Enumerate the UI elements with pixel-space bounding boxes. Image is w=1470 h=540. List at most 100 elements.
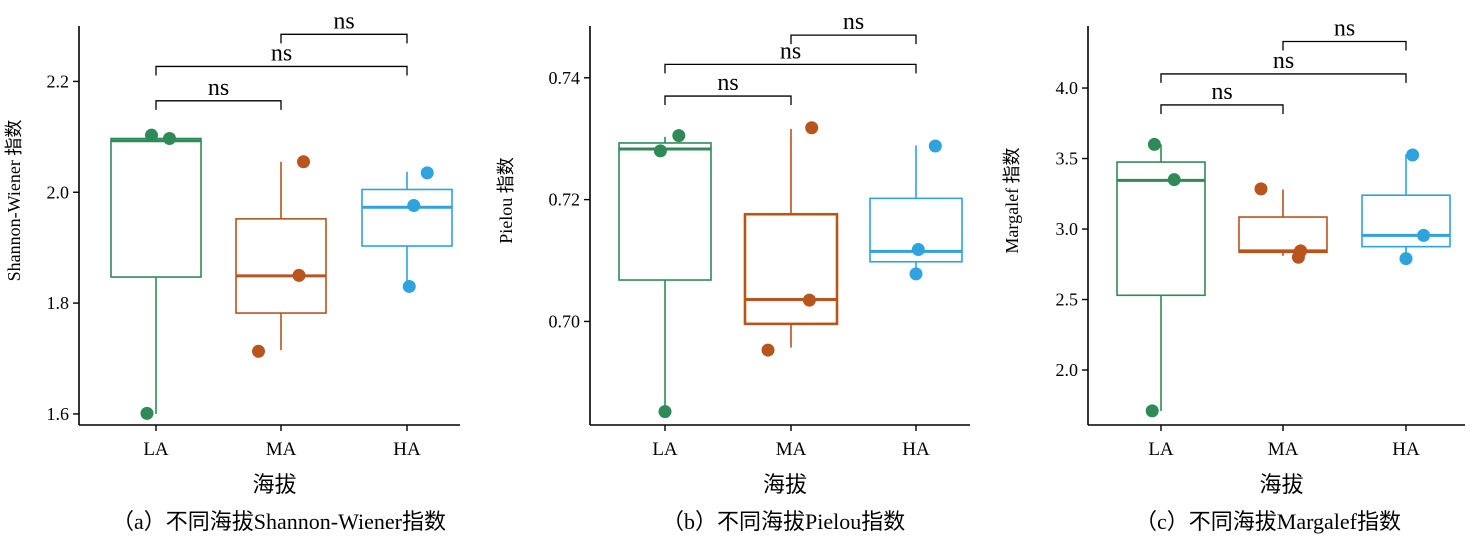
x-axis-label: 海拔: [252, 472, 296, 497]
box-MA: [743, 121, 839, 357]
data-point: [658, 405, 672, 419]
box-rect: [1116, 161, 1206, 297]
y-tick-label: 2.5: [1056, 290, 1079, 310]
y-tick-label: 0.74: [549, 68, 581, 88]
data-point: [1147, 137, 1161, 151]
data-point: [1291, 250, 1305, 264]
box-rect: [1238, 216, 1328, 254]
data-point: [140, 406, 154, 420]
significance-bracket-MA-HA: ns: [1282, 16, 1407, 51]
box-rect: [361, 188, 453, 247]
data-point: [653, 144, 667, 158]
y-tick-label: 0.72: [549, 190, 581, 210]
x-tick-label-LA: LA: [143, 439, 169, 460]
box-rect: [1361, 194, 1451, 248]
significance-label: ns: [1211, 79, 1232, 105]
bracket-line: [155, 65, 408, 76]
data-point: [297, 155, 310, 169]
data-point: [1254, 182, 1268, 196]
box-rect: [235, 218, 327, 314]
data-point: [420, 166, 434, 180]
significance-bracket-MA-HA: ns: [280, 8, 408, 44]
bracket-line: [155, 100, 282, 110]
significance-label: ns: [208, 75, 229, 101]
data-point: [1145, 404, 1159, 418]
x-tick-label-MA: MA: [266, 439, 297, 460]
bracket-line: [664, 95, 792, 106]
data-point: [292, 268, 306, 282]
significance-label: ns: [1334, 16, 1355, 42]
data-point: [1406, 148, 1420, 162]
significance-bracket-LA-HA: ns: [155, 40, 408, 76]
box-HA: [1361, 148, 1451, 266]
data-point: [802, 293, 816, 307]
data-point: [805, 121, 819, 135]
y-tick-label: 1.6: [47, 404, 70, 424]
x-tick-label-HA: HA: [1392, 439, 1420, 460]
significance-bracket-LA-MA: ns: [664, 70, 792, 106]
significance-bracket-MA-HA: ns: [790, 9, 917, 45]
y-axis-label: Pielou 指数: [496, 157, 516, 244]
data-point: [1399, 252, 1413, 266]
significance-bracket-LA-HA: ns: [664, 38, 917, 74]
data-point: [761, 343, 775, 357]
data-point: [1167, 173, 1181, 187]
box-rect: [110, 137, 202, 278]
y-tick-label: 0.70: [549, 311, 581, 331]
data-point: [252, 344, 265, 358]
box-MA: [235, 155, 327, 358]
data-point: [145, 128, 158, 142]
significance-label: ns: [271, 40, 292, 66]
data-point: [911, 243, 925, 257]
box-HA: [361, 166, 453, 293]
x-tick-label-MA: MA: [1268, 439, 1299, 460]
significance-bracket-LA-MA: ns: [155, 75, 282, 110]
significance-label: ns: [717, 70, 738, 96]
y-tick-label: 3.5: [1056, 149, 1079, 169]
data-point: [407, 199, 421, 213]
bracket-line: [1282, 40, 1407, 51]
x-tick-label-HA: HA: [393, 439, 421, 460]
significance-label: ns: [780, 38, 801, 64]
data-point: [928, 139, 942, 153]
significance-bracket-LA-HA: ns: [1160, 48, 1407, 83]
box-LA: [110, 128, 202, 420]
x-tick-label-HA: HA: [902, 439, 930, 460]
caption-panel-b: （b）不同海拔Pielou指数: [662, 509, 906, 534]
box-HA: [869, 139, 963, 281]
significance-label: ns: [1273, 48, 1294, 74]
significance-label: ns: [843, 9, 864, 35]
y-tick-label: 4.0: [1056, 78, 1079, 98]
box-rect: [743, 212, 839, 326]
y-tick-label: 2.2: [47, 71, 70, 91]
x-tick-label-LA: LA: [1148, 439, 1174, 460]
bracket-line: [1160, 104, 1284, 114]
panel-a: 1.6 1.8 2.0 2.2LA MA HA 海拔 Shannon-Wiener 指数 ns n…: [4, 8, 460, 497]
bracket-line: [664, 63, 917, 74]
y-tick-label: 2.0: [47, 182, 70, 202]
data-point: [163, 131, 176, 145]
significance-bracket-LA-MA: ns: [1160, 79, 1284, 114]
data-point: [402, 279, 416, 293]
bracket-line: [1160, 73, 1407, 83]
box-LA: [618, 129, 712, 419]
x-tick-label-LA: LA: [652, 439, 678, 460]
x-tick-label-MA: MA: [776, 439, 807, 460]
y-tick-label: 1.8: [47, 293, 70, 313]
box-rect: [618, 142, 712, 281]
y-tick-label: 2.0: [1056, 360, 1079, 380]
y-axis-label: Margalef 指数: [1002, 147, 1022, 253]
data-point: [909, 267, 923, 281]
y-tick-label: 3.0: [1056, 219, 1079, 239]
caption-panel-a: （a）不同海拔Shannon-Wiener指数: [112, 509, 446, 534]
box-rect: [869, 197, 963, 263]
bracket-line: [790, 34, 917, 45]
y-axis-label: Shannon-Wiener 指数: [4, 120, 24, 282]
data-point: [1417, 228, 1431, 242]
data-point: [672, 129, 686, 143]
significance-label: ns: [333, 8, 354, 34]
box-LA: [1116, 137, 1206, 418]
